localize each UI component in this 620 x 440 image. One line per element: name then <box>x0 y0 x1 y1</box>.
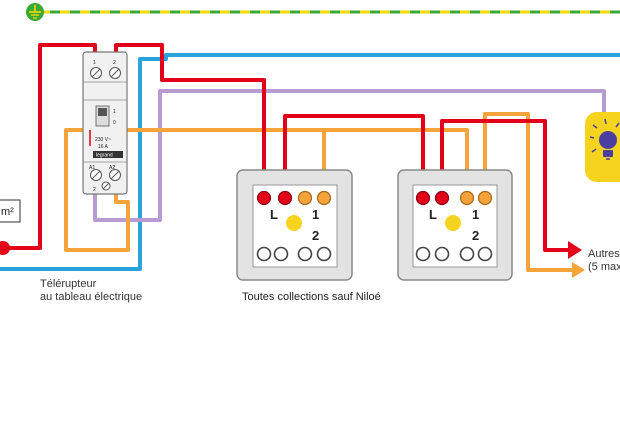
others-caption-line1: Autres <box>588 248 620 260</box>
svg-text:A1: A1 <box>89 165 95 171</box>
terminal-orange <box>477 190 493 206</box>
relay-caption-line2: au tableau électrique <box>40 291 143 303</box>
section-label: m² <box>1 206 14 218</box>
push-button-1: L 1 2 <box>236 169 353 281</box>
terminal-red <box>434 190 450 206</box>
terminal-orange <box>459 190 475 206</box>
svg-text:A2: A2 <box>109 165 115 171</box>
terminal-grey <box>256 246 272 262</box>
terminal-orange <box>297 190 313 206</box>
arrow-right-icon <box>572 262 585 278</box>
svg-text:2: 2 <box>93 187 96 193</box>
light-bulb-icon <box>585 112 620 182</box>
svg-text:2: 2 <box>312 228 319 243</box>
terminal-grey <box>273 246 289 262</box>
button-indicator <box>445 215 461 231</box>
mode-selector: 1 0 <box>95 105 116 127</box>
phase-wire-out <box>440 119 572 252</box>
button-indicator <box>286 215 302 231</box>
terminal-grey <box>297 246 313 262</box>
screw-terminal <box>109 169 121 181</box>
section-box: m² <box>0 199 21 223</box>
screw-terminal <box>101 181 111 191</box>
arrow-right-icon <box>568 241 582 259</box>
svg-text:1: 1 <box>93 60 96 66</box>
svg-text:230 V~: 230 V~ <box>95 137 111 143</box>
svg-text:2: 2 <box>472 228 479 243</box>
terminal-red <box>415 190 431 206</box>
terminal-grey <box>415 246 431 262</box>
terminal-red <box>256 190 272 206</box>
phase-wire-switch2 <box>283 114 425 190</box>
terminal-grey <box>434 246 450 262</box>
push-button-2: L 1 2 <box>397 169 513 281</box>
relay-caption: Télérupteur au tableau électrique <box>40 278 142 304</box>
switches-caption: Toutes collections sauf Niloé <box>242 291 381 303</box>
control-wire <box>93 89 606 222</box>
svg-text:L: L <box>429 207 437 222</box>
screw-terminal <box>90 67 102 79</box>
screw-terminal <box>109 67 121 79</box>
remote-switch-relay: 1 2 1 0 230 V~ 16 A legrand A1 A2 <box>82 51 128 195</box>
terminal-grey <box>316 246 332 262</box>
phase-wire-switch1 <box>114 43 266 190</box>
phase-terminal-dot <box>0 241 10 255</box>
svg-text:0: 0 <box>113 120 116 126</box>
others-caption-line2: (5 max <box>588 261 620 273</box>
return-wire-out <box>483 112 575 272</box>
earth-ground-icon <box>26 3 44 21</box>
screw-terminal <box>90 169 102 181</box>
return-wire <box>64 128 326 252</box>
svg-text:2: 2 <box>113 60 116 66</box>
svg-text:legrand: legrand <box>96 153 113 159</box>
neutral-wire <box>0 53 620 271</box>
svg-text:L: L <box>270 207 278 222</box>
others-caption: Autres (5 max <box>588 248 620 274</box>
relay-caption-line1: Télérupteur <box>40 278 97 290</box>
svg-text:1: 1 <box>113 109 116 115</box>
phase-wire <box>0 43 97 250</box>
svg-text:1: 1 <box>312 207 319 222</box>
terminal-orange <box>316 190 332 206</box>
terminal-red <box>277 190 293 206</box>
svg-text:1: 1 <box>472 207 479 222</box>
terminal-grey <box>477 246 493 262</box>
svg-text:16 A: 16 A <box>98 144 109 150</box>
terminal-grey <box>459 246 475 262</box>
